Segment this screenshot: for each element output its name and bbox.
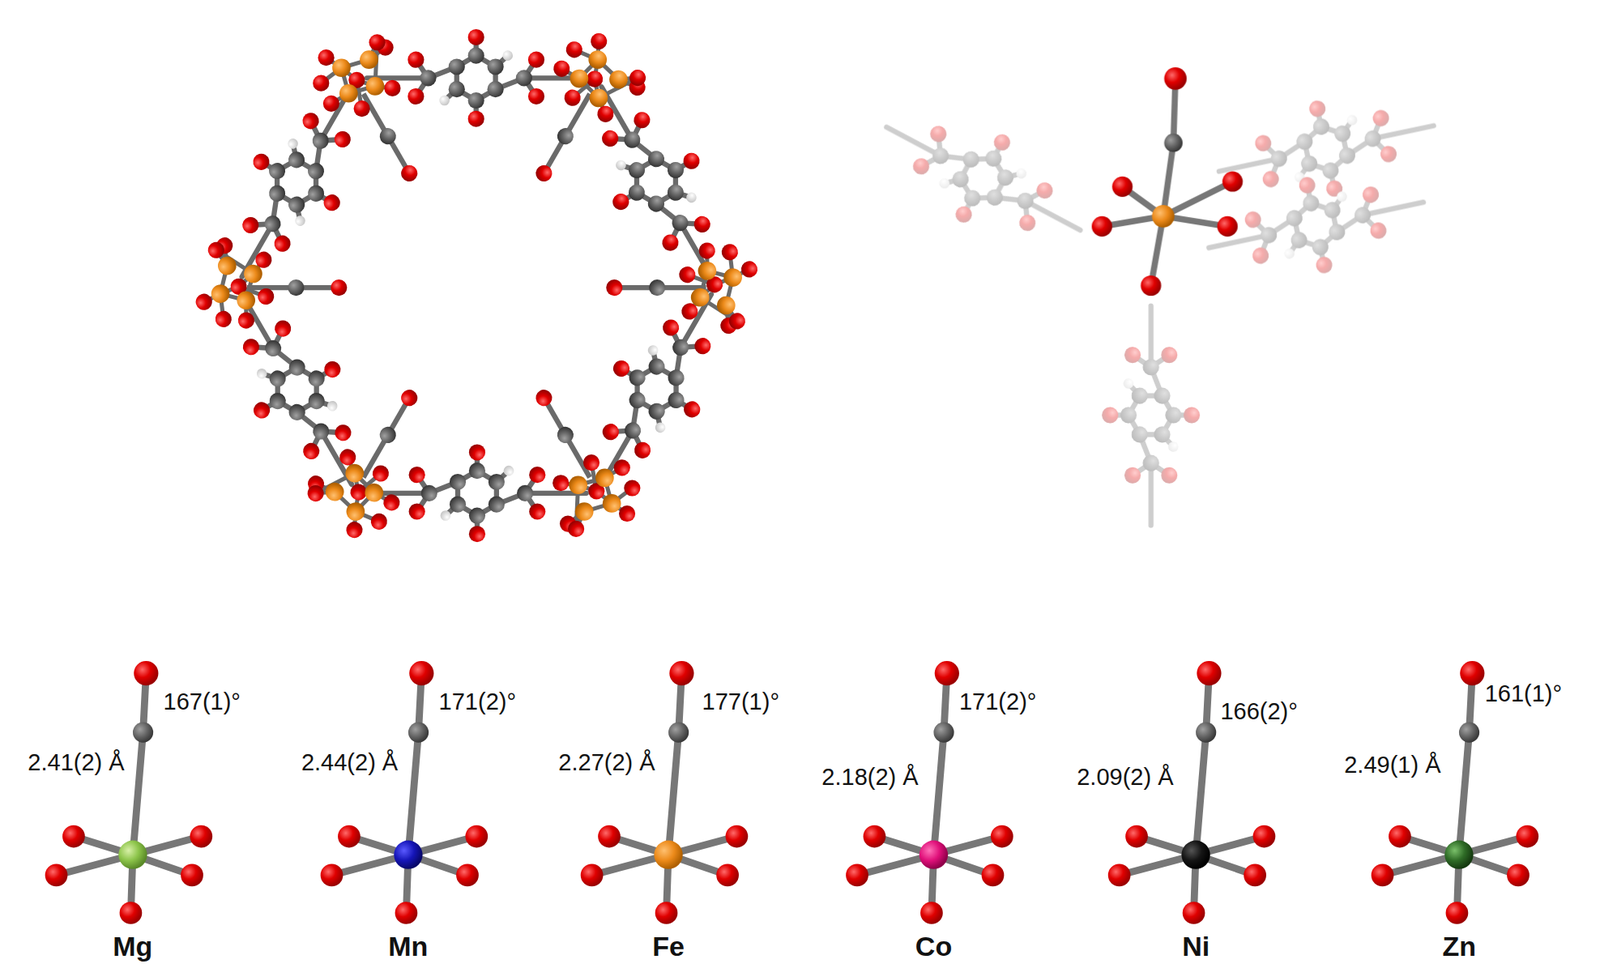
metal-name: Mn [388, 931, 428, 962]
metal-site [863, 67, 1444, 525]
mof-channel [176, 17, 777, 553]
bond-angle: 161(1)° [1484, 681, 1562, 708]
metal-name: Fe [652, 931, 685, 962]
bond-distance: 2.49(1) Å [1344, 752, 1441, 779]
bond-distance: 2.27(2) Å [558, 750, 655, 777]
bond-angle: 171(2)° [439, 689, 517, 716]
coordination-sites [45, 661, 1539, 925]
bond-distance: 2.41(2) Å [27, 750, 124, 777]
metal-name: Ni [1181, 931, 1210, 962]
bond-angle: 167(1)° [163, 689, 241, 716]
metal-name: Mg [112, 931, 153, 962]
bond-angle: 171(2)° [959, 689, 1037, 716]
bond-angle: 166(2)° [1220, 699, 1298, 726]
bond-distance: 2.44(2) Å [301, 750, 398, 777]
bond-angle: 177(1)° [702, 689, 780, 716]
metal-name: Co [915, 931, 952, 962]
metal-name: Zn [1442, 931, 1477, 962]
bond-distance: 2.09(2) Å [1076, 764, 1174, 791]
bond-distance: 2.18(2) Å [821, 764, 918, 791]
